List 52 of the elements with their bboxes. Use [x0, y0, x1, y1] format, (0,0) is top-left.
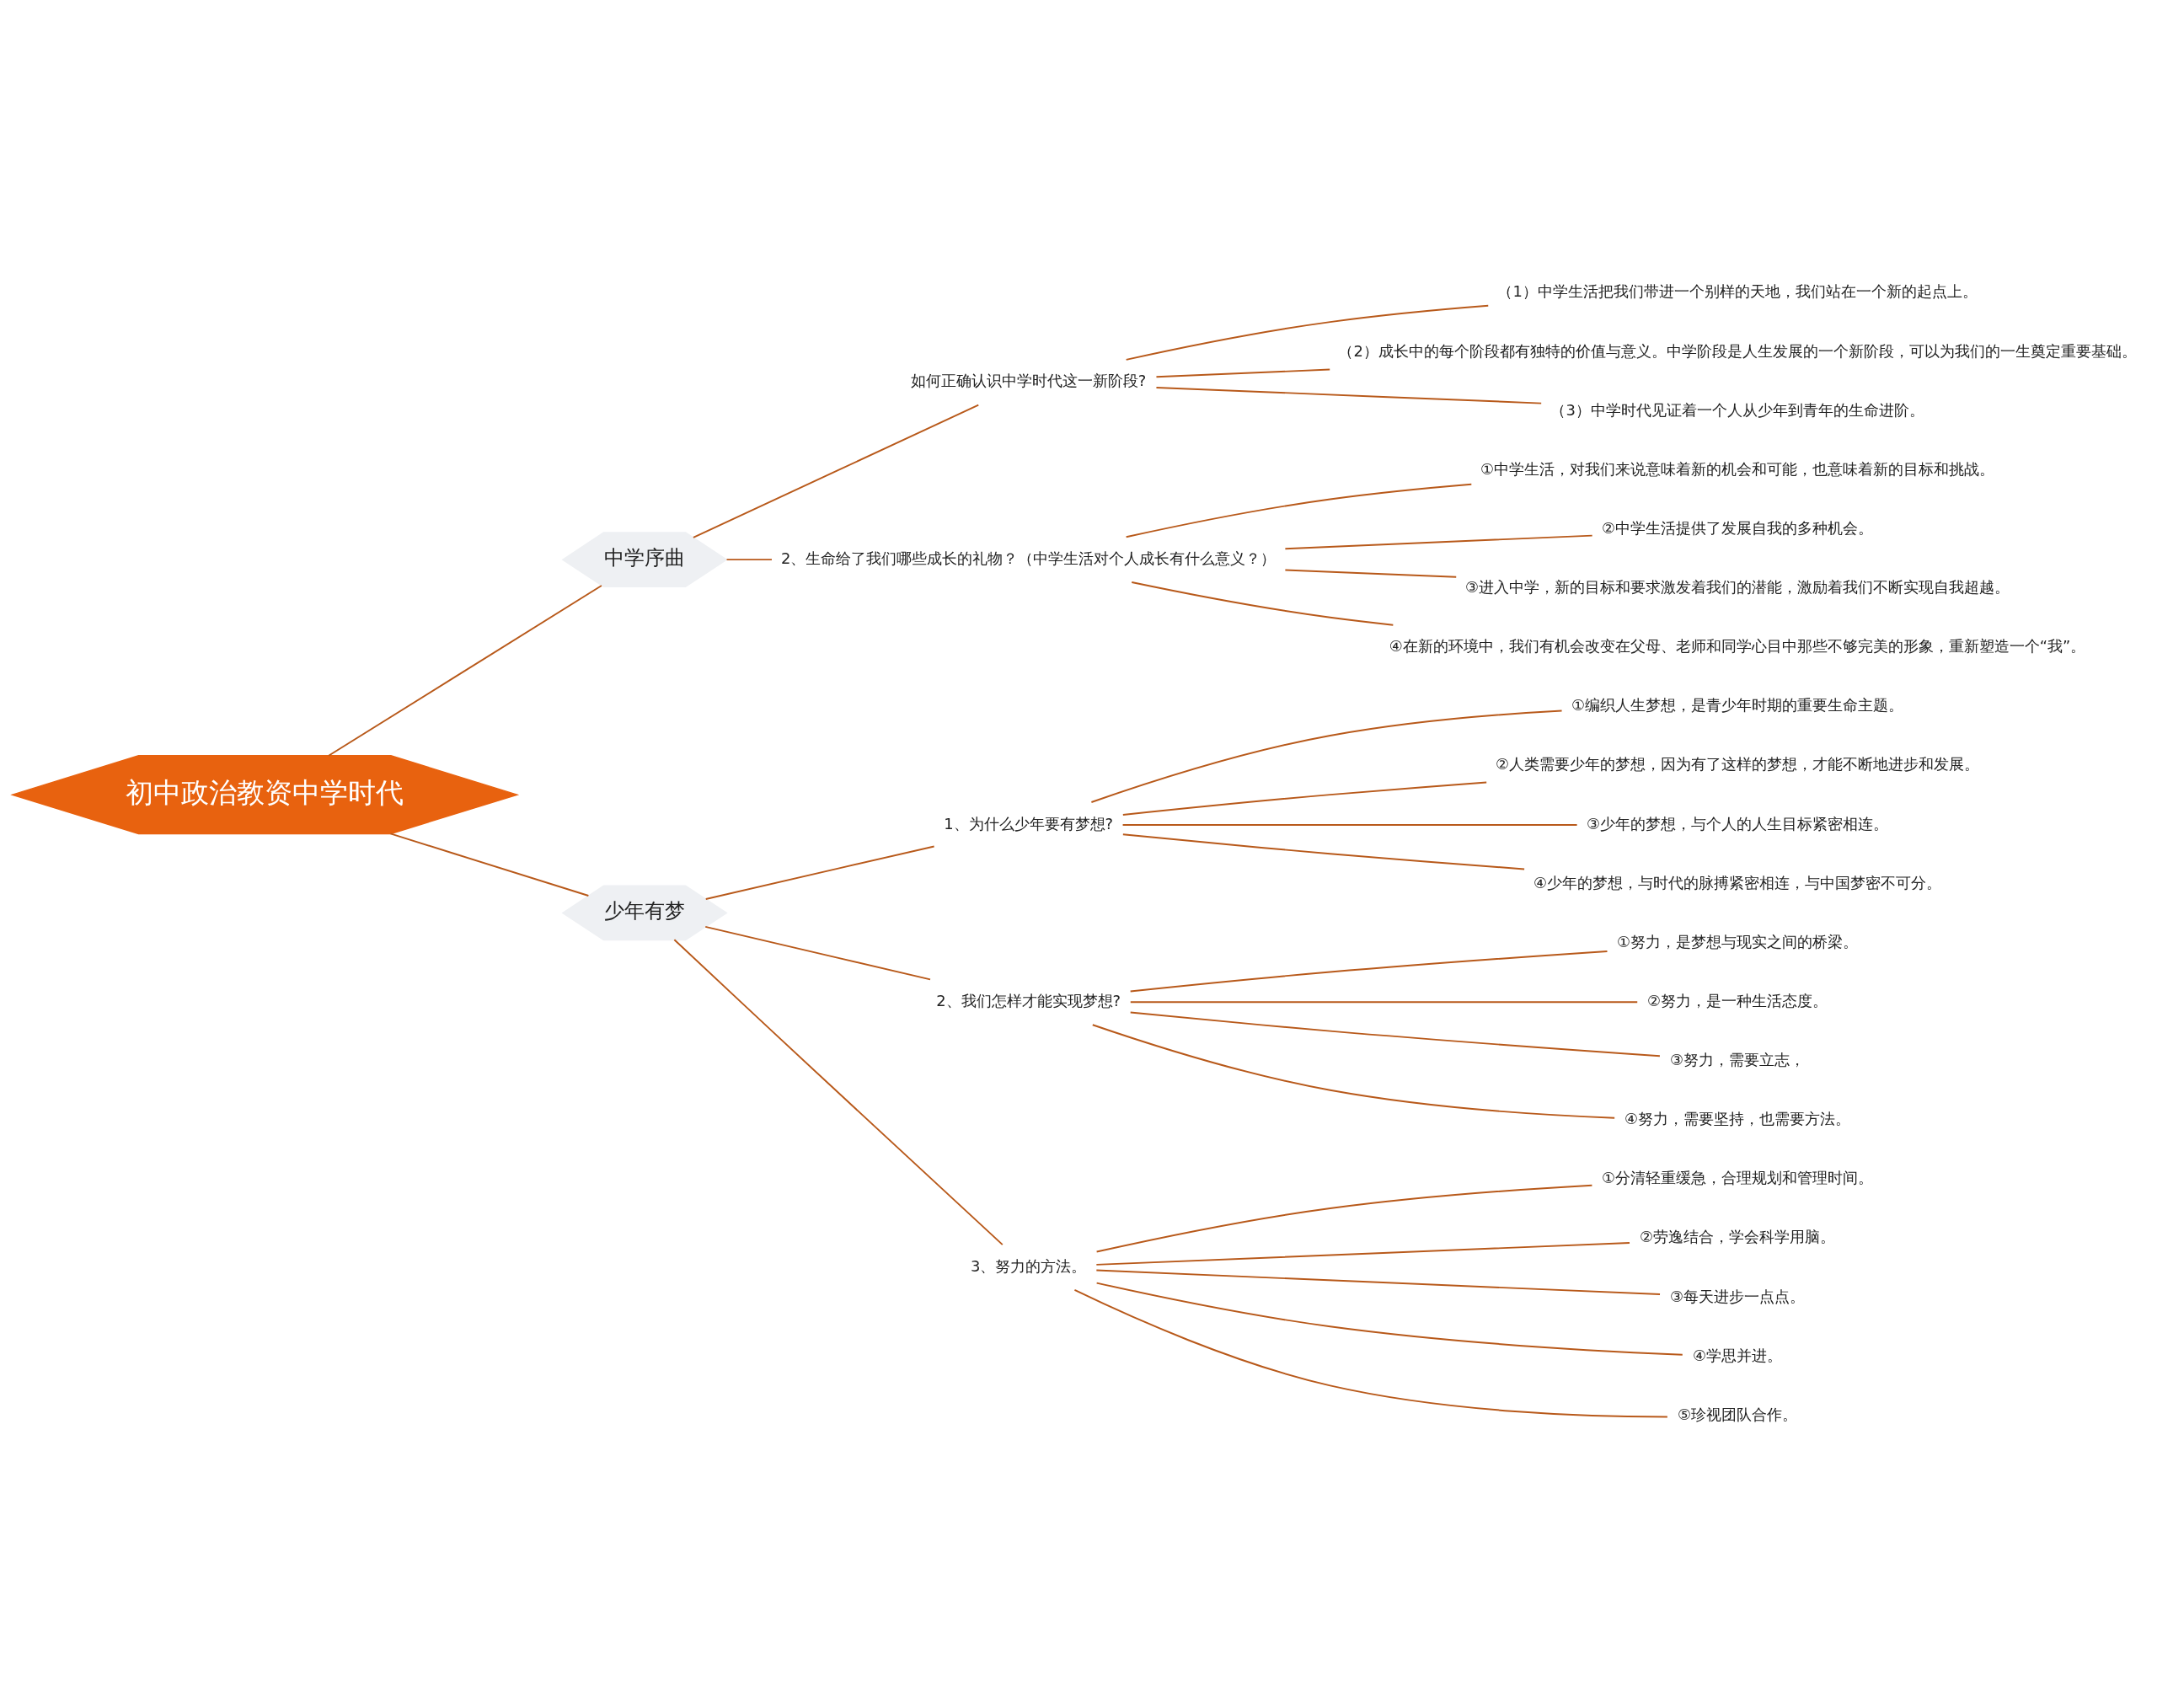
- connector: [1129, 950, 1608, 992]
- node-text: ⑤珍视团队合作。: [1678, 1405, 1798, 1423]
- node-text: ③进入中学，新的目标和要求激发着我们的潜能，激励着我们不断实现自我超越。: [1465, 577, 2010, 596]
- connector: [389, 832, 590, 897]
- node-text: ①中学生活，对我们来说意味着新的机会和可能，也意味着新的目标和挑战。: [1480, 459, 1995, 478]
- node-text: ①努力，是梦想与现实之间的桥梁。: [1617, 932, 1859, 950]
- node-text: 2、生命给了我们哪些成长的礼物？（中学生活对个人成长有什么意义？）: [780, 549, 1277, 567]
- connector: [1095, 1269, 1661, 1295]
- node-text: （1）中学生活把我们带进一个别样的天地，我们站在一个新的起点上。: [1497, 281, 1978, 300]
- node-text: ③少年的梦想，与个人的人生目标紧密相连。: [1587, 814, 1889, 833]
- connector: [1073, 1288, 1668, 1417]
- connector: [692, 404, 980, 538]
- connector: [1284, 569, 1458, 578]
- node-text: ④少年的梦想，与时代的脉搏紧密相连，与中国梦密不可分。: [1533, 873, 1942, 891]
- connector: [1091, 1023, 1616, 1119]
- connector: [1125, 483, 1473, 538]
- node-text: ①编织人生梦想，是青少年时期的重要生命主题。: [1571, 695, 1904, 714]
- node-text: ④学思并进。: [1693, 1346, 1783, 1364]
- connector: [1121, 781, 1488, 816]
- connector: [725, 558, 773, 560]
- node-text: 1、为什么少年要有梦想?: [944, 814, 1114, 833]
- node-text: ②中学生活提供了发展自我的多种机会。: [1602, 518, 1874, 537]
- node-text: ②劳逸结合，学会科学用脑。: [1640, 1227, 1836, 1245]
- node-text: （2）成长中的每个阶段都有独特的价值与意义。中学阶段是人生发展的一个新阶段，可以为我们的一生奠定重要基础。: [1338, 341, 2137, 360]
- connector: [1129, 1011, 1661, 1057]
- node-text: ④在新的环境中，我们有机会改变在父母、老师和同学心目中那些不够完美的形象，重新塑造一个“我”。: [1389, 636, 2086, 655]
- connector: [1129, 1000, 1639, 1003]
- connector: [704, 925, 931, 980]
- connector: [1095, 1282, 1683, 1356]
- connector: [1155, 386, 1543, 404]
- connector: [1125, 304, 1490, 361]
- node-text: 如何正确认识中学时代这一新阶段?: [910, 371, 1147, 389]
- connector: [1095, 1184, 1593, 1253]
- connector: [1121, 833, 1526, 870]
- node-text: 2、我们怎样才能实现梦想?: [936, 991, 1121, 1009]
- node-text: ④努力，需要坚持，也需要方法。: [1624, 1109, 1851, 1127]
- node-text: ③努力，需要立志，: [1670, 1050, 1806, 1068]
- connector: [1121, 823, 1578, 826]
- connector: [1095, 1241, 1630, 1266]
- connector: [1155, 368, 1331, 377]
- node-text: ①分清轻重缓急，合理规划和管理时间。: [1602, 1168, 1874, 1186]
- node-text: （3）中学时代见证着一个人从少年到青年的生命进阶。: [1550, 400, 1924, 419]
- node-text: ②努力，是一种生活态度。: [1647, 991, 1828, 1009]
- connector: [1284, 534, 1593, 549]
- connector: [328, 584, 602, 757]
- connector: [1131, 581, 1394, 626]
- connector: [673, 938, 1004, 1245]
- node-text: ②人类需要少年的梦想，因为有了这样的梦想，才能不断地进步和发展。: [1496, 754, 1980, 773]
- node-text: ③每天进步一点点。: [1670, 1287, 1806, 1305]
- connector: [1090, 709, 1563, 803]
- connector: [704, 844, 935, 900]
- node-text: 3、努力的方法。: [970, 1256, 1087, 1275]
